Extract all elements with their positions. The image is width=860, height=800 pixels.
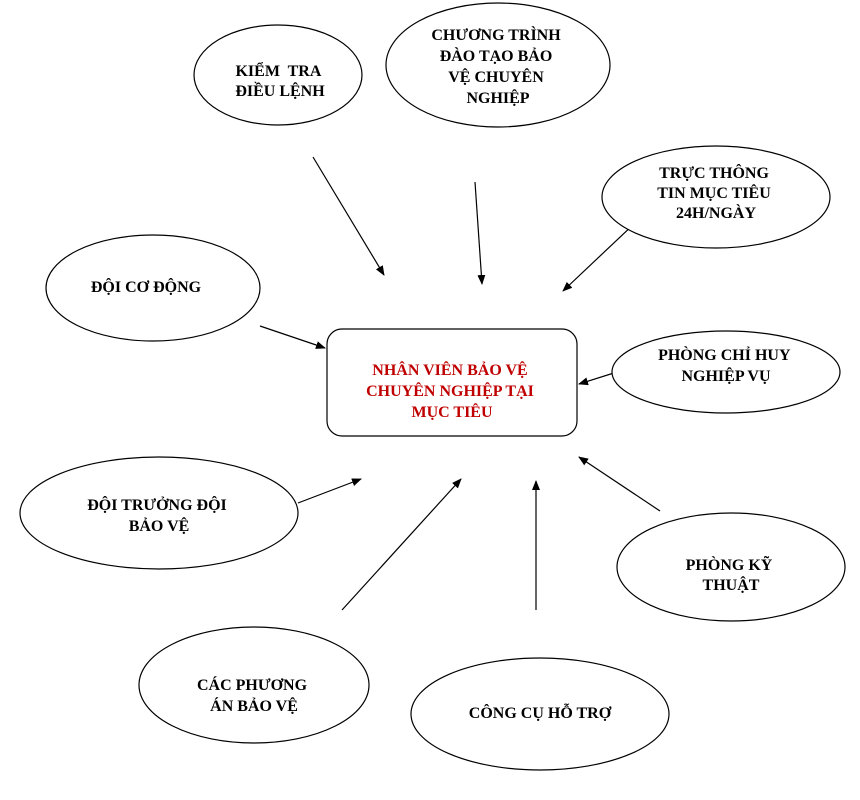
node-cong-cu-label: CÔNG CỤ HỖ TRỢ bbox=[469, 702, 612, 722]
center-node: NHÂN VIÊN BẢO VỆ CHUYÊN NGHIỆP TẠI MỤC T… bbox=[326, 328, 578, 437]
node-line: BẢO VỆ bbox=[129, 516, 190, 535]
node-cac-phuong-an-shape bbox=[138, 626, 370, 744]
arrow-cac-phuong-an bbox=[341, 478, 462, 611]
node-phong-ky-thuat: PHÒNG KỸ THUẬT bbox=[616, 512, 846, 622]
arrow-chuong-trinh bbox=[474, 181, 486, 285]
arrow-doi-co-dong bbox=[259, 325, 326, 349]
node-line: 24H/NGÀY bbox=[676, 203, 756, 222]
node-line: NGHIỆP bbox=[466, 89, 529, 107]
node-truc-thong-tin-label: TRỰC THÔNG TIN MỤC TIÊU 24H/NGÀY bbox=[657, 163, 775, 222]
node-doi-co-dong-shape bbox=[45, 234, 261, 342]
node-line: CÔNG CỤ HỖ TRỢ bbox=[469, 702, 612, 722]
center-line-2: CHUYÊN NGHIỆP TẠI bbox=[366, 381, 534, 400]
arrow-doi-truong bbox=[297, 478, 362, 504]
arrows bbox=[259, 156, 661, 611]
node-cac-phuong-an-label: CÁC PHƯƠNG ÁN BẢO VỆ bbox=[197, 675, 311, 715]
node-line: ĐỘI CƠ ĐỘNG bbox=[91, 278, 202, 296]
node-cong-cu-shape bbox=[410, 657, 670, 771]
node-line: PHÒNG KỸ bbox=[686, 554, 773, 574]
node-truc-thong-tin: TRỰC THÔNG TIN MỤC TIÊU 24H/NGÀY bbox=[601, 145, 831, 249]
node-phong-ky-thuat-label: PHÒNG KỸ THUẬT bbox=[686, 554, 777, 594]
node-truc-thong-tin-shape bbox=[601, 145, 831, 249]
node-doi-co-dong-label: ĐỘI CƠ ĐỘNG bbox=[91, 278, 202, 296]
node-doi-co-dong: ĐỘI CƠ ĐỘNG bbox=[45, 234, 261, 342]
node-doi-truong-label: ĐỘI TRƯỞNG ĐỘI BẢO VỆ bbox=[87, 495, 231, 535]
node-line: TIN MỤC TIÊU bbox=[657, 183, 771, 202]
node-line: TRỰC THÔNG bbox=[659, 163, 769, 182]
node-doi-truong: ĐỘI TRƯỞNG ĐỘI BẢO VỆ bbox=[19, 456, 299, 570]
node-line: ÁN BẢO VỆ bbox=[210, 696, 298, 715]
node-chuong-trinh-label: CHƯƠNG TRÌNH ĐÀO TẠO BẢO VỆ CHUYÊN NGHIỆ… bbox=[431, 25, 564, 107]
node-doi-truong-shape bbox=[19, 456, 299, 570]
arrow-phong-chi-huy bbox=[578, 371, 618, 386]
node-chuong-trinh: CHƯƠNG TRÌNH ĐÀO TẠO BẢO VỆ CHUYÊN NGHIỆ… bbox=[385, 2, 611, 128]
center-box bbox=[326, 328, 578, 437]
node-kiem-tra-shape bbox=[193, 24, 363, 126]
node-line: ĐIỀU LỆNH bbox=[235, 81, 325, 100]
node-line: CÁC PHƯƠNG bbox=[197, 675, 308, 694]
arrow-kiem-tra bbox=[312, 156, 385, 276]
node-line: NGHIỆP VỤ bbox=[681, 367, 771, 385]
node-line: ĐỘI TRƯỞNG ĐỘI bbox=[87, 495, 227, 514]
arrow-phong-ky-thuat bbox=[578, 456, 661, 512]
node-line: ĐÀO TẠO BẢO bbox=[440, 46, 553, 65]
node-line: PHÒNG CHỈ HUY bbox=[658, 345, 791, 364]
node-line: THUẬT bbox=[703, 576, 760, 594]
node-chuong-trinh-shape bbox=[385, 2, 611, 128]
node-kiem-tra-label: KIỂM TRA ĐIỀU LỆNH bbox=[235, 61, 325, 100]
node-kiem-tra: KIỂM TRA ĐIỀU LỆNH bbox=[193, 24, 363, 126]
center-line-1: NHÂN VIÊN BẢO VỆ bbox=[372, 360, 527, 379]
node-phong-ky-thuat-shape bbox=[616, 512, 846, 622]
center-line-3: MỤC TIÊU bbox=[411, 402, 492, 421]
center-label: NHÂN VIÊN BẢO VỆ CHUYÊN NGHIỆP TẠI MỤC T… bbox=[366, 360, 538, 421]
node-line: VỆ CHUYÊN bbox=[448, 67, 544, 86]
node-phong-chi-huy: PHÒNG CHỈ HUY NGHIỆP VỤ bbox=[611, 330, 841, 414]
node-line: KIỂM TRA bbox=[235, 61, 321, 80]
node-line: CHƯƠNG TRÌNH bbox=[431, 25, 561, 44]
node-phong-chi-huy-shape bbox=[611, 330, 841, 414]
node-cong-cu: CÔNG CỤ HỖ TRỢ bbox=[410, 657, 670, 771]
node-phong-chi-huy-label: PHÒNG CHỈ HUY NGHIỆP VỤ bbox=[658, 345, 794, 385]
node-cac-phuong-an: CÁC PHƯƠNG ÁN BẢO VỆ bbox=[138, 626, 370, 744]
arrow-truc-thong-tin bbox=[562, 221, 637, 292]
